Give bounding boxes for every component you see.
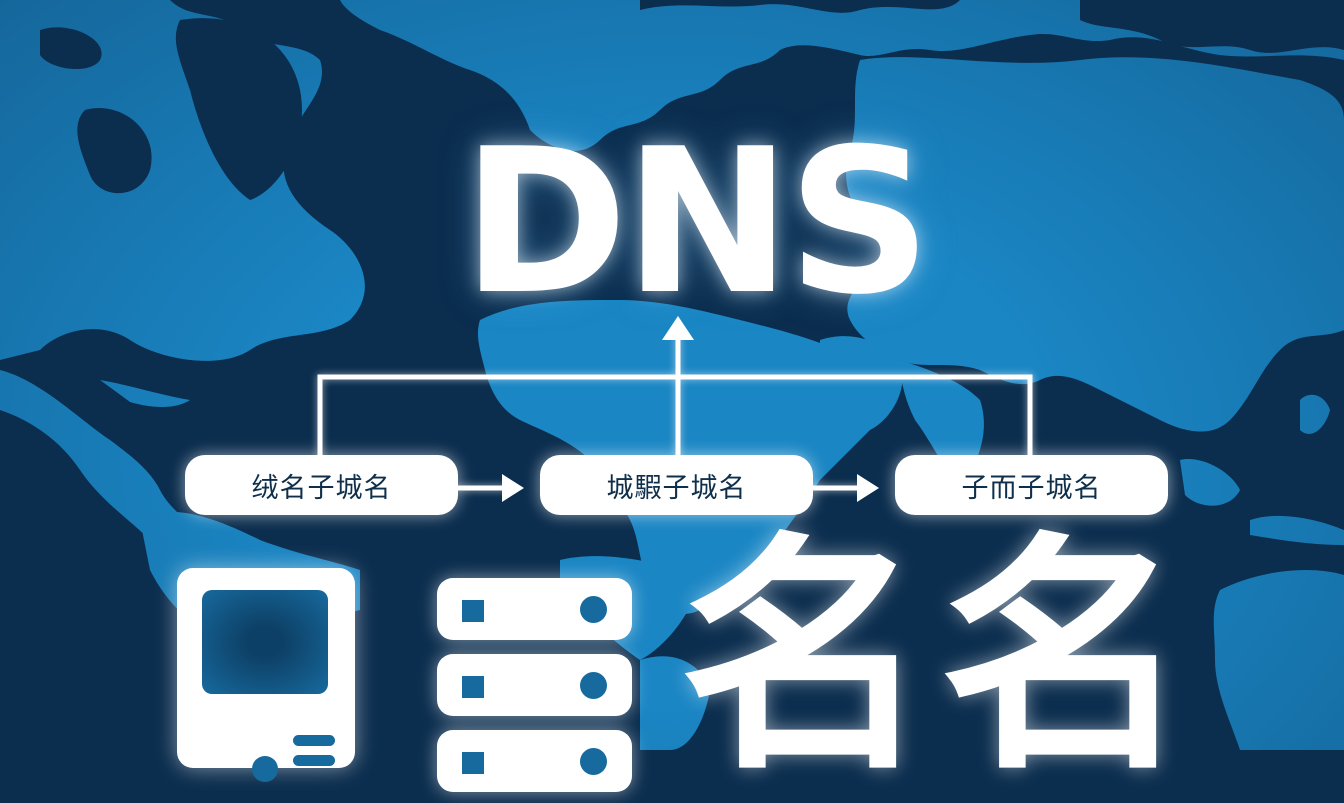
node-pill-1: 绒名子城名	[185, 455, 458, 515]
node-label: 城騢子城名	[606, 472, 747, 504]
device-line	[293, 755, 335, 766]
server-led	[580, 748, 607, 775]
client-device-icon	[177, 568, 355, 782]
server-port	[462, 752, 484, 774]
server-unit-icon	[437, 578, 632, 640]
world-map-background	[0, 0, 1344, 750]
server-led	[580, 596, 607, 623]
server-port	[462, 676, 484, 698]
device-line	[293, 735, 335, 746]
node-label: 子而子城名	[961, 472, 1102, 504]
node-label: 绒名子城名	[251, 472, 392, 504]
large-glyph-row: 名 名	[680, 528, 1190, 788]
server-led	[580, 672, 607, 699]
device-screen	[202, 590, 328, 694]
large-glyph: 名	[680, 512, 930, 803]
server-port	[462, 600, 484, 622]
large-glyph: 名	[940, 512, 1190, 803]
device-button	[252, 756, 278, 782]
node-pill-2: 城騢子城名	[540, 455, 813, 515]
dns-title: DNS	[462, 106, 931, 339]
node-pill-3: 子而子城名	[895, 455, 1168, 515]
server-unit-icon	[437, 654, 632, 716]
server-unit-icon	[437, 730, 632, 792]
